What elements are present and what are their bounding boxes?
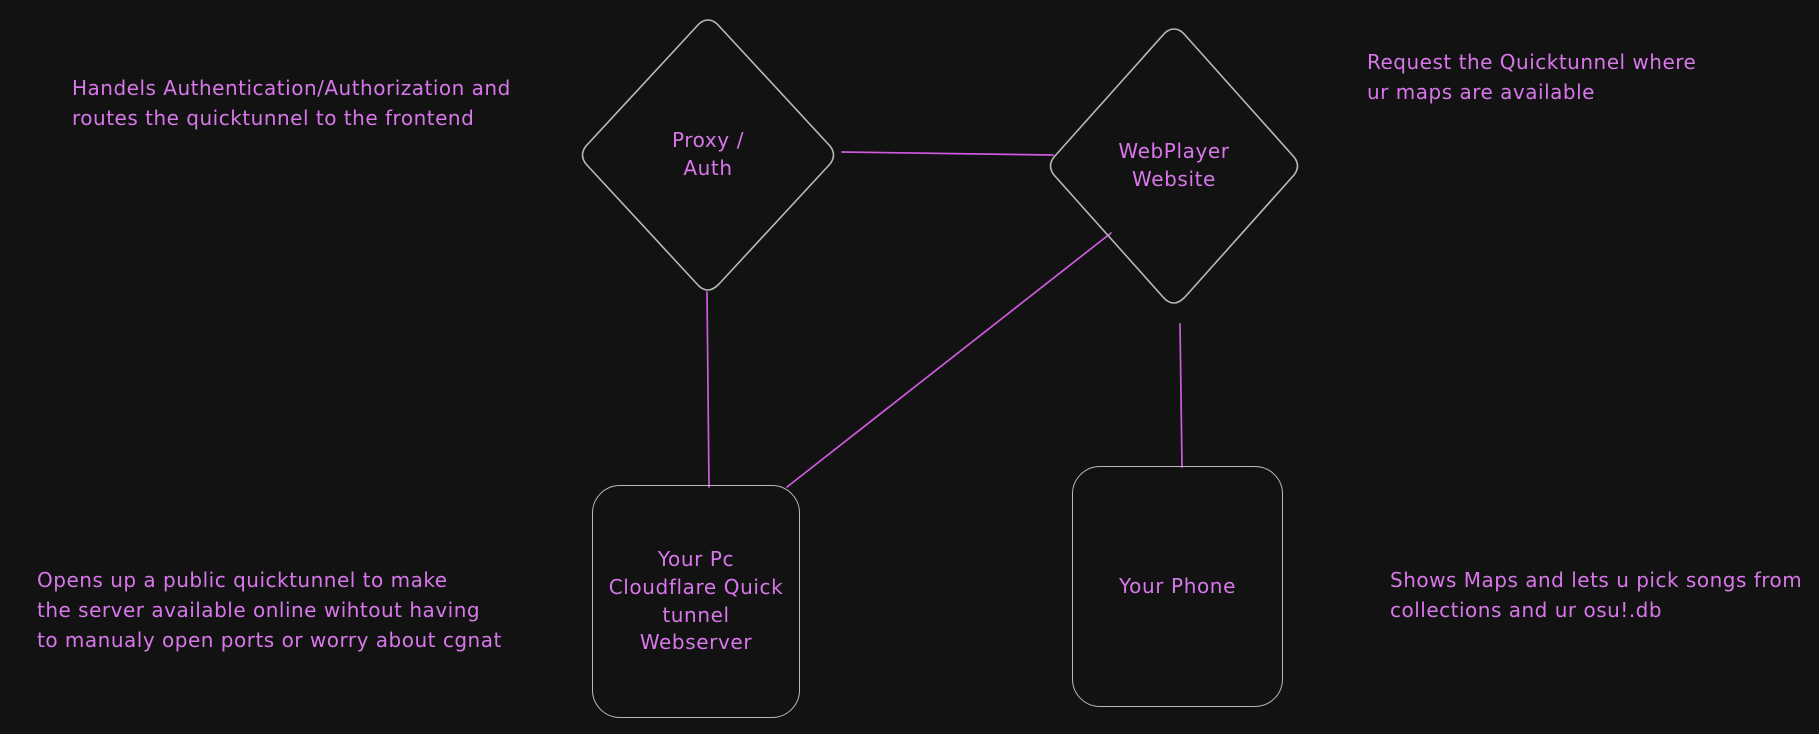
node-your-phone[interactable]: Your Phone (1072, 466, 1283, 707)
node-webplayer-website[interactable]: WebPlayer Website (1040, 22, 1308, 310)
edge-webplayer-to-yourphone (1179, 323, 1183, 468)
edge-proxy-to-yourpc (706, 291, 710, 488)
annotation-phone-note: Shows Maps and lets u pick songs from co… (1390, 568, 1803, 622)
edge-proxy-to-webplayer (841, 151, 1054, 156)
node-your-pc[interactable]: Your Pc Cloudflare Quick tunnel Webserve… (592, 485, 800, 718)
node-label-webplayer-website: WebPlayer Website (1118, 139, 1230, 191)
annotation-webplayer-note: Request the Quicktunnel where ur maps ar… (1367, 50, 1697, 104)
node-proxy-auth[interactable]: Proxy / Auth (572, 13, 844, 297)
annotation-pc-note: Opens up a public quicktunnel to make th… (37, 568, 502, 652)
diamond-shape-proxy-auth (581, 19, 835, 291)
annotation-proxy-note: Handels Authentication/Authorization and… (72, 76, 511, 130)
node-label-your-phone: Your Phone (1118, 573, 1236, 598)
diamond-shape-webplayer-website (1049, 28, 1299, 304)
node-label-your-pc: Your Pc Cloudflare Quick tunnel Webserve… (608, 547, 784, 655)
node-label-proxy-auth: Proxy / Auth (671, 128, 745, 180)
